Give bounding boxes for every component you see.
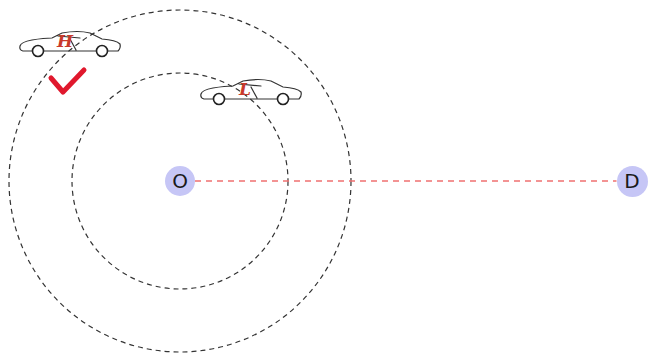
location-node: O [165,166,195,196]
location-node: D [617,166,648,197]
car-wheel [97,46,108,57]
location-letter: O [172,171,188,191]
car-node: H [18,30,122,58]
car-wheel [278,94,289,105]
car-node: L [199,78,303,106]
route-line [195,180,617,181]
node-disc [617,166,648,197]
node-disc [165,166,195,196]
car-letter: L [239,81,251,98]
check-mark [51,70,84,92]
car-wheel [33,46,44,57]
car-outline [199,78,303,106]
location-letter: D [624,171,639,191]
car-letter: H [57,33,73,50]
car-wheel [214,94,225,105]
